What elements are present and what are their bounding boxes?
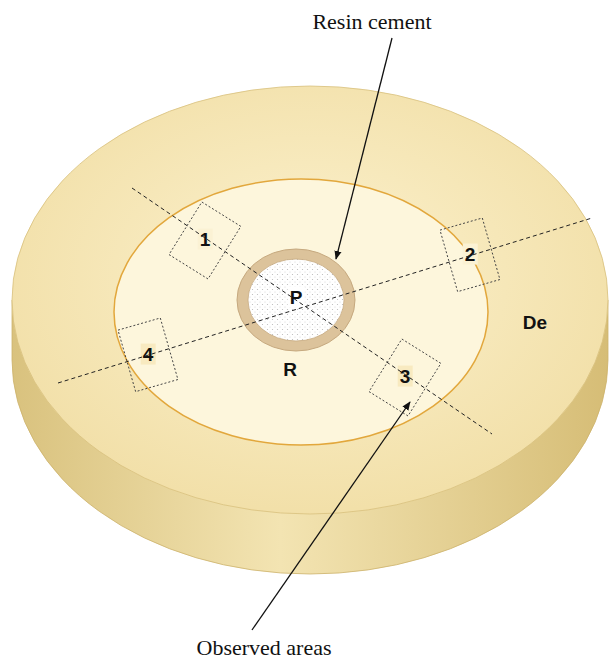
leader-arrow bbox=[336, 38, 392, 259]
callout-number: 3 bbox=[398, 366, 413, 387]
observed-area-outline bbox=[169, 202, 241, 279]
text-holder: 2 bbox=[463, 245, 478, 266]
leader-arrow bbox=[252, 402, 410, 630]
observed-area-box: 3 bbox=[369, 339, 441, 416]
restoration-region: RP bbox=[113, 178, 489, 446]
text-holder: R bbox=[283, 360, 297, 381]
observed-area-box: 1 bbox=[169, 202, 241, 279]
callout-number: 1 bbox=[198, 229, 213, 250]
text-holder: P bbox=[288, 288, 305, 309]
text-holder: 1 bbox=[198, 230, 213, 251]
region-label: P bbox=[288, 287, 305, 308]
text-holder: 3 bbox=[398, 367, 413, 388]
disc-top bbox=[12, 86, 608, 514]
label-holder: Observed areas bbox=[197, 636, 332, 660]
section-line bbox=[58, 218, 592, 383]
observed-area-box: 2 bbox=[440, 218, 500, 292]
callout-number: 2 bbox=[463, 244, 478, 265]
dentin-disc: DeRP1234 bbox=[11, 85, 609, 577]
observed-area-outline bbox=[369, 339, 441, 416]
observed-area-box: 4 bbox=[118, 318, 178, 392]
resin-cement-ring bbox=[237, 249, 355, 351]
post-circle: P bbox=[236, 248, 356, 352]
label-holder: Resin cement bbox=[312, 10, 431, 34]
post-core bbox=[248, 259, 344, 341]
text-holder: 4 bbox=[141, 345, 156, 366]
text-holder: De bbox=[523, 313, 547, 334]
region-label: De bbox=[523, 312, 547, 333]
region-outline bbox=[114, 179, 488, 445]
part-label: Observed areas bbox=[197, 635, 332, 660]
section-line bbox=[132, 188, 492, 434]
observed-area-outline bbox=[440, 218, 500, 292]
part-label: Resin cement bbox=[312, 9, 431, 34]
observed-area-outline bbox=[118, 318, 178, 392]
region-label: R bbox=[283, 359, 297, 380]
callout-number: 4 bbox=[141, 344, 156, 365]
